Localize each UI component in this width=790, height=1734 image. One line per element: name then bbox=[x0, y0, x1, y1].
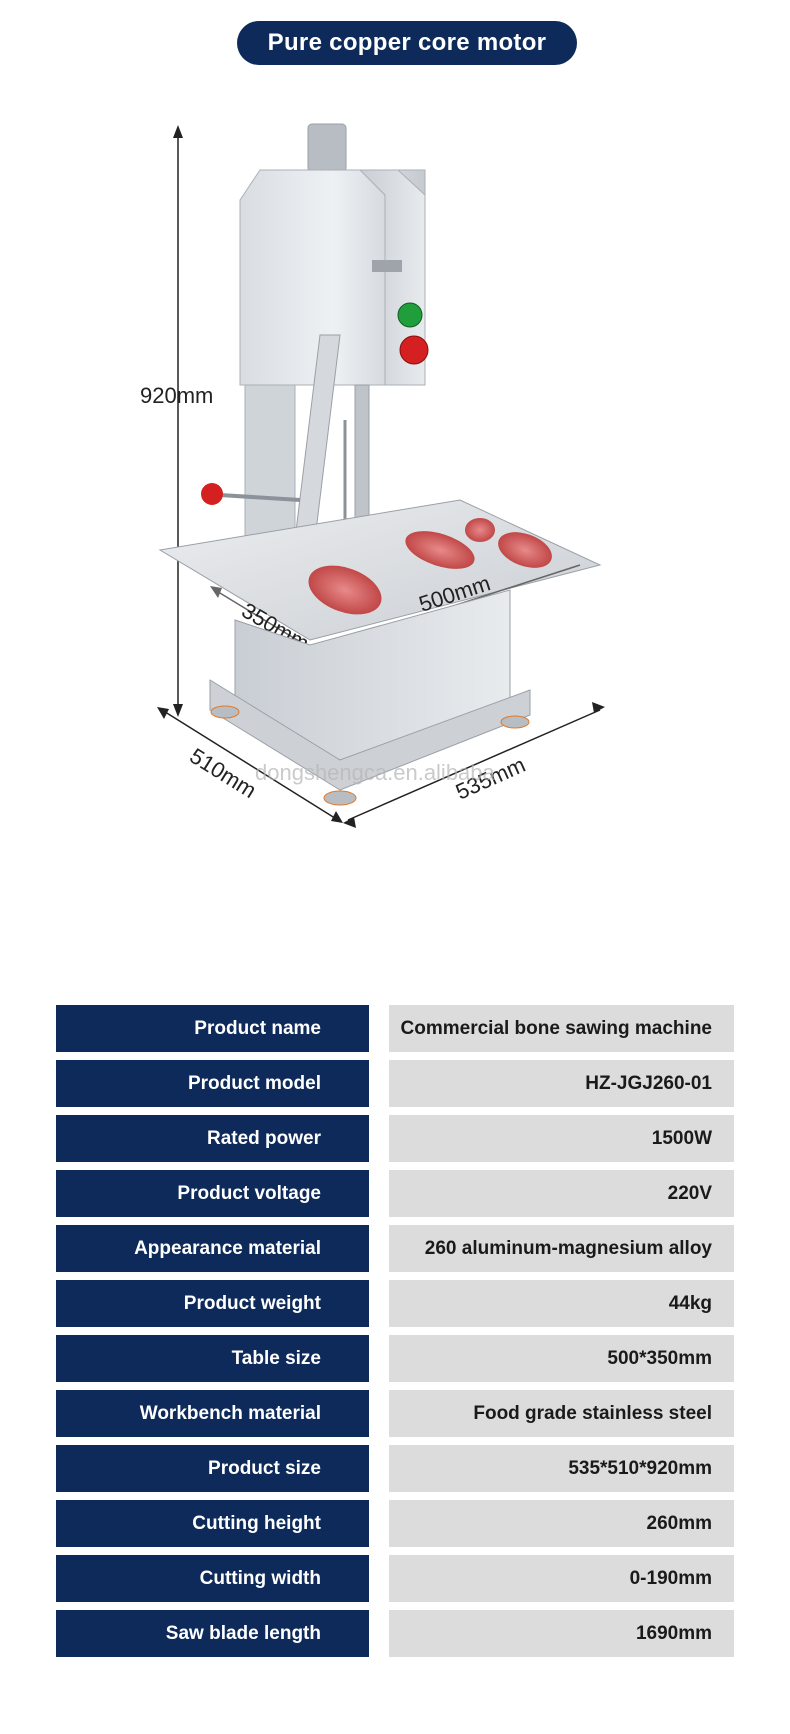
spec-value: 0-190mm bbox=[389, 1555, 734, 1602]
spec-label: Product size bbox=[56, 1445, 369, 1492]
spec-row-rated-power: Rated power 1500W bbox=[56, 1115, 734, 1162]
bone-saw-illustration: 920mm 350mm 500mm bbox=[140, 123, 605, 828]
spec-label: Appearance material bbox=[56, 1225, 369, 1272]
height-dimension bbox=[173, 125, 183, 717]
housing-door bbox=[358, 169, 426, 386]
handle-knob-icon bbox=[201, 483, 223, 505]
spec-label: Saw blade length bbox=[56, 1610, 369, 1657]
spec-row-cutting-width: Cutting width 0-190mm bbox=[56, 1555, 734, 1602]
depth-dimension bbox=[157, 707, 343, 823]
spec-row-product-size: Product size 535*510*920mm bbox=[56, 1445, 734, 1492]
height-label: 920mm bbox=[140, 383, 213, 408]
spec-label: Product weight bbox=[56, 1280, 369, 1327]
spec-row-product-voltage: Product voltage 220V bbox=[56, 1170, 734, 1217]
spec-value: 44kg bbox=[389, 1280, 734, 1327]
spec-label: Workbench material bbox=[56, 1390, 369, 1437]
spec-label: Table size bbox=[56, 1335, 369, 1382]
door-latch-icon bbox=[372, 260, 402, 272]
spec-label: Product name bbox=[56, 1005, 369, 1052]
spec-row-cutting-height: Cutting height 260mm bbox=[56, 1500, 734, 1547]
foot-icon bbox=[210, 705, 240, 719]
spec-value: 260mm bbox=[389, 1500, 734, 1547]
motor-cap bbox=[307, 123, 347, 173]
saw-column bbox=[244, 384, 296, 546]
spec-row-product-weight: Product weight 44kg bbox=[56, 1280, 734, 1327]
machine-base bbox=[209, 679, 531, 791]
spec-value: HZ-JGJ260-01 bbox=[389, 1060, 734, 1107]
spec-table: Product name Commercial bone sawing mach… bbox=[56, 1005, 734, 1665]
spec-row-saw-blade-length: Saw blade length 1690mm bbox=[56, 1610, 734, 1657]
foot-icon bbox=[500, 715, 530, 729]
width-dimension bbox=[343, 702, 605, 828]
spec-value: 1690mm bbox=[389, 1610, 734, 1657]
spec-row-workbench-material: Workbench material Food grade stainless … bbox=[56, 1390, 734, 1437]
meat-piece bbox=[405, 531, 475, 569]
foot-icon bbox=[323, 790, 357, 806]
meat-piece bbox=[465, 518, 495, 542]
spec-label: Rated power bbox=[56, 1115, 369, 1162]
spec-row-product-model: Product model HZ-JGJ260-01 bbox=[56, 1060, 734, 1107]
spec-row-table-size: Table size 500*350mm bbox=[56, 1335, 734, 1382]
depth-label: 510mm bbox=[185, 743, 260, 803]
watermark: dongshengca.en.alibaba bbox=[255, 760, 496, 785]
spec-row-product-name: Product name Commercial bone sawing mach… bbox=[56, 1005, 734, 1052]
start-button-icon bbox=[397, 302, 423, 328]
spec-value: Food grade stainless steel bbox=[389, 1390, 734, 1437]
spec-value: 500*350mm bbox=[389, 1335, 734, 1382]
spec-label: Product voltage bbox=[56, 1170, 369, 1217]
product-figure: 920mm 350mm 500mm bbox=[140, 120, 700, 940]
page-title: Pure copper core motor bbox=[237, 21, 577, 65]
spec-value: 1500W bbox=[389, 1115, 734, 1162]
spec-value: Commercial bone sawing machine bbox=[389, 1005, 734, 1052]
meat-piece bbox=[498, 532, 552, 568]
spec-label: Cutting width bbox=[56, 1555, 369, 1602]
spec-label: Product model bbox=[56, 1060, 369, 1107]
spec-label: Cutting height bbox=[56, 1500, 369, 1547]
spec-value: 535*510*920mm bbox=[389, 1445, 734, 1492]
stop-button-icon bbox=[399, 335, 429, 365]
spec-value: 260 aluminum-magnesium alloy bbox=[389, 1225, 734, 1272]
spec-row-appearance-material: Appearance material 260 aluminum-magnesi… bbox=[56, 1225, 734, 1272]
spec-value: 220V bbox=[389, 1170, 734, 1217]
meat-piece bbox=[308, 565, 382, 615]
work-table bbox=[158, 499, 602, 641]
